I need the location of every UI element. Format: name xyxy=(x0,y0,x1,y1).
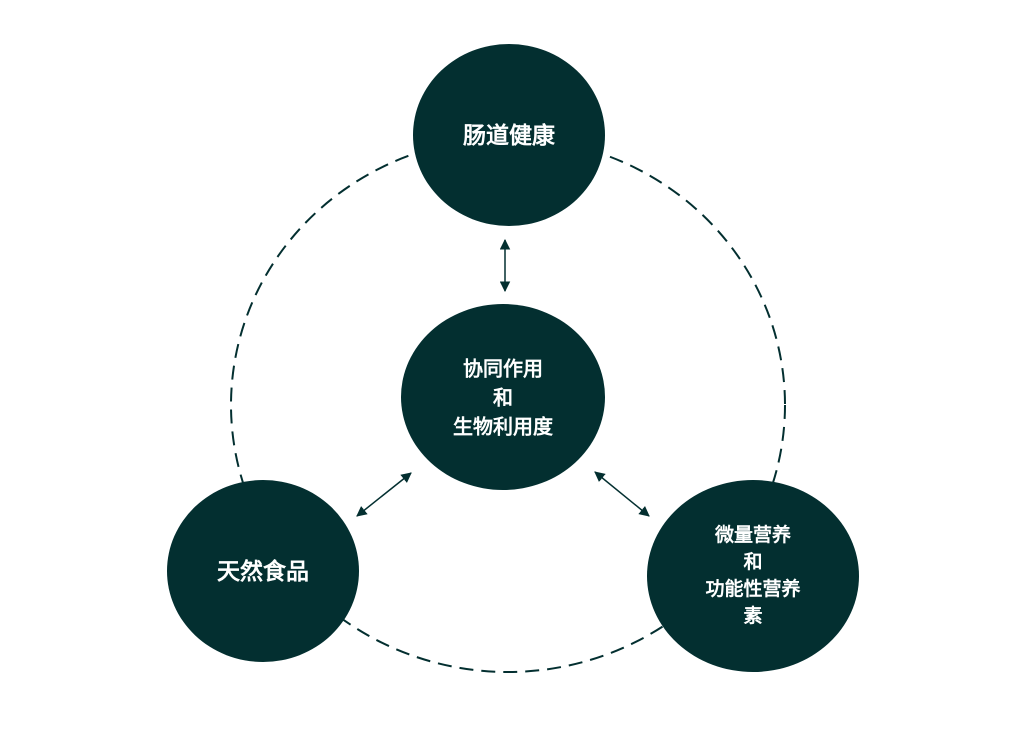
arrow-left-center xyxy=(356,472,412,517)
node-label: 微量营养 xyxy=(714,523,791,546)
node-natural-foods: 天然食品 xyxy=(167,480,359,662)
node-gut-health: 肠道健康 xyxy=(413,44,605,226)
node-label: 肠道健康 xyxy=(463,122,556,149)
arrow-right-center xyxy=(594,471,650,517)
node-label: 素 xyxy=(743,604,762,627)
node-micronutrients-functional: 微量营养 和 功能性营养 素 xyxy=(647,480,859,672)
node-label: 功能性营养 xyxy=(705,577,800,600)
node-synergy-bioavailability: 协同作用 和 生物利用度 xyxy=(401,304,605,490)
node-label: 协同作用 xyxy=(463,357,543,381)
node-label: 和 xyxy=(493,386,513,410)
node-label: 生物利用度 xyxy=(453,415,554,439)
node-label: 和 xyxy=(743,550,762,573)
node-label: 天然食品 xyxy=(217,558,309,585)
